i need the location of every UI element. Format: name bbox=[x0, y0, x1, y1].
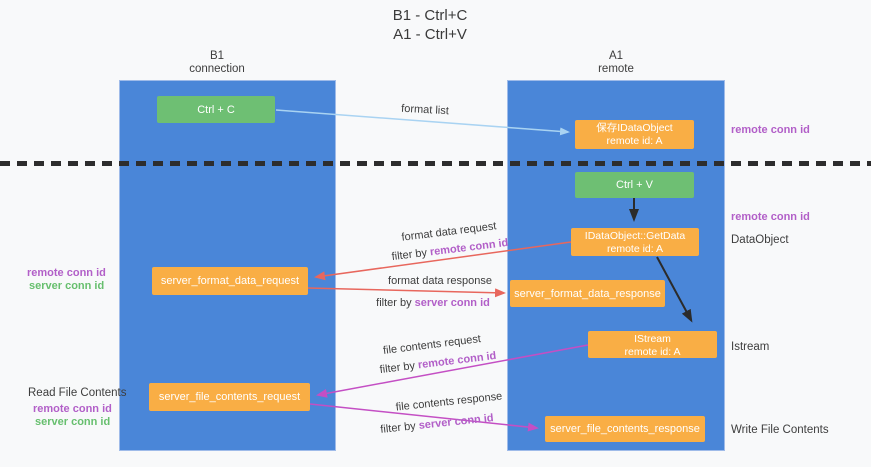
lane-right-role: remote bbox=[598, 63, 634, 75]
node-idataobject-getdata: IDataObject::GetData remote id: A bbox=[571, 228, 699, 256]
node-ctrl-c: Ctrl + C bbox=[157, 96, 275, 123]
lane-header-right: A1 remote bbox=[556, 50, 676, 76]
label-write-file-contents: Write File Contents bbox=[731, 424, 829, 436]
node-istream-title: IStream bbox=[634, 333, 671, 345]
label-remote-conn-id-top-right: remote conn id bbox=[731, 124, 810, 136]
title-line-1: B1 - Ctrl+C bbox=[392, 7, 468, 24]
label-server-conn-id-left-top: server conn id bbox=[29, 280, 105, 292]
server-conn-id-text: server conn id bbox=[414, 297, 490, 309]
edge-label-format-data-response: format data response bbox=[388, 275, 492, 287]
label-remote-conn-id-mid-right: remote conn id bbox=[731, 211, 810, 223]
node-ctrl-v: Ctrl + V bbox=[575, 172, 694, 198]
node-save-dataobject: 保存IDataObject remote id: A bbox=[575, 120, 694, 149]
node-save-dataobject-title: 保存IDataObject bbox=[596, 122, 673, 134]
filter-by-text: filter by bbox=[379, 359, 419, 377]
node-istream-subtitle: remote id: A bbox=[624, 346, 681, 358]
node-server-format-data-request: server_format_data_request bbox=[152, 267, 308, 295]
label-read-file-contents: Read File Contents bbox=[28, 387, 127, 399]
filter-by-text: filter by bbox=[376, 297, 415, 309]
remote-conn-id-text: remote conn id bbox=[429, 236, 509, 259]
node-server-file-contents-response: server_file_contents_response bbox=[545, 416, 705, 442]
server-conn-id-text: server conn id bbox=[418, 412, 495, 432]
node-server-file-contents-response-label: server_file_contents_response bbox=[550, 423, 700, 435]
node-idataobject-getdata-title: IDataObject::GetData bbox=[584, 230, 686, 242]
dashed-separator bbox=[0, 161, 871, 166]
node-server-file-contents-request-label: server_file_contents_request bbox=[158, 391, 301, 403]
diagram-title: B1 - Ctrl+C A1 - Ctrl+V bbox=[330, 6, 530, 44]
label-server-conn-id-left-bottom: server conn id bbox=[35, 416, 111, 428]
node-server-format-data-request-label: server_format_data_request bbox=[160, 275, 300, 287]
edge-label-file-contents-response-filter: filter by server conn id bbox=[380, 412, 494, 436]
lane-left-role: connection bbox=[189, 63, 245, 75]
edge-label-format-list: format list bbox=[400, 102, 450, 118]
title-line-2: A1 - Ctrl+V bbox=[393, 26, 467, 43]
filter-by-text: filter by bbox=[391, 246, 431, 264]
edge-label-format-data-response-filter: filter by server conn id bbox=[376, 297, 490, 309]
node-ctrl-v-label: Ctrl + V bbox=[616, 179, 653, 191]
remote-conn-id-text: remote conn id bbox=[417, 349, 497, 372]
lane-header-left: B1 connection bbox=[157, 50, 277, 76]
label-dataobject: DataObject bbox=[731, 234, 789, 246]
node-ctrl-c-label: Ctrl + C bbox=[197, 103, 235, 116]
label-remote-conn-id-left-bottom: remote conn id bbox=[33, 403, 112, 415]
node-server-file-contents-request: server_file_contents_request bbox=[149, 383, 310, 411]
node-idataobject-getdata-subtitle: remote id: A bbox=[606, 243, 664, 255]
lane-right-name: A1 bbox=[608, 50, 624, 62]
edge-label-file-contents-response: file contents response bbox=[395, 390, 503, 414]
node-save-dataobject-subtitle: remote id: A bbox=[606, 135, 663, 147]
label-istream: Istream bbox=[731, 341, 770, 353]
node-istream: IStream remote id: A bbox=[588, 331, 717, 358]
filter-by-text: filter by bbox=[379, 419, 420, 436]
node-server-format-data-response-label: server_format_data_response bbox=[514, 287, 661, 300]
lane-left-name: B1 bbox=[209, 50, 225, 62]
label-remote-conn-id-left-top: remote conn id bbox=[27, 267, 106, 279]
arrow-format-data-response bbox=[307, 287, 506, 298]
node-server-format-data-response: server_format_data_response bbox=[510, 280, 665, 307]
